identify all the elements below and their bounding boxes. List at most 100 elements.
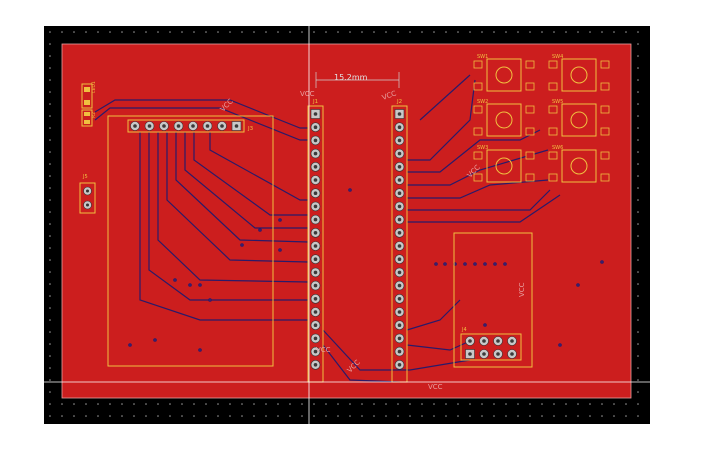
j1-pin-2-hole xyxy=(313,125,318,129)
via-20 xyxy=(558,343,562,347)
vcc-label-2: VCC xyxy=(300,90,315,98)
trace-6 xyxy=(184,132,308,229)
j3-pin-8-hole xyxy=(234,124,239,128)
j4-pin-bottom-2-hole xyxy=(482,352,486,356)
dimension-label: 15.2mm xyxy=(334,73,368,82)
led-resistor-group[interactable] xyxy=(81,83,93,127)
trace-1 xyxy=(139,132,308,321)
j5-pin-1-hole xyxy=(86,189,89,193)
via-13 xyxy=(463,262,467,266)
switch-2[interactable]: SW2 xyxy=(473,99,535,137)
via-18 xyxy=(576,283,580,287)
j2-pin-3-hole xyxy=(397,138,402,143)
switch-3[interactable]: SW3 xyxy=(473,145,535,183)
j1-pin-17-hole xyxy=(313,323,318,328)
j3-pin-2-hole xyxy=(147,124,152,128)
trace-5 xyxy=(175,132,309,243)
via-8 xyxy=(258,228,262,232)
module-outline xyxy=(453,232,533,368)
j1-pin-12-hole xyxy=(313,257,318,262)
j1-pin-5-hole xyxy=(313,165,318,169)
trace-18 xyxy=(322,344,401,383)
switch-4[interactable]: SW4 xyxy=(548,54,610,92)
j1-pin-14-hole xyxy=(313,283,318,288)
trace-12 xyxy=(407,129,541,173)
switch-label-1: SW1 xyxy=(477,54,488,60)
j3-outline xyxy=(107,115,274,367)
j1-pin-11-hole xyxy=(313,244,318,248)
via-24 xyxy=(348,188,352,192)
via-9 xyxy=(278,218,282,222)
j2-pin-17-hole xyxy=(397,323,402,328)
via-5 xyxy=(153,338,157,342)
switch-label-5: SW5 xyxy=(552,99,563,105)
r2-label: R2 xyxy=(91,112,97,118)
j1-pin-13-hole xyxy=(313,270,318,275)
j2-pin-16-hole xyxy=(397,310,402,314)
j2-pin-18-hole xyxy=(397,336,402,341)
trace-4 xyxy=(166,132,309,263)
switch-1[interactable]: SW1 xyxy=(473,54,535,92)
dimension-measure[interactable] xyxy=(315,72,400,88)
j2-pin-19-hole xyxy=(397,349,402,354)
vcc-label-8: VCC xyxy=(428,383,443,391)
j1-pin-20-hole xyxy=(313,363,318,367)
trace-13 xyxy=(407,149,549,186)
j2-pin-14-hole xyxy=(397,283,402,288)
j3-pin-3-hole xyxy=(162,124,166,128)
j1-pin-6-hole xyxy=(313,178,318,182)
j1-pin-15-hole xyxy=(313,297,318,301)
j1-pin-8-hole xyxy=(313,204,318,209)
j1-pins xyxy=(310,109,321,370)
j3-header-outline xyxy=(127,119,245,133)
trace-15 xyxy=(407,189,551,211)
led-label: LED1 xyxy=(91,81,97,93)
j1-label: J1 xyxy=(312,99,318,105)
trace-9 xyxy=(94,107,308,141)
j1-pin-18-hole xyxy=(313,336,318,341)
trace-3 xyxy=(157,132,309,283)
j4-pins xyxy=(465,336,517,359)
j2-pin-5-hole xyxy=(397,165,402,169)
j5-label: J5 xyxy=(82,174,88,180)
via-16 xyxy=(493,262,497,266)
via-21 xyxy=(483,323,487,327)
copper-pour[interactable] xyxy=(62,44,631,398)
via-1 xyxy=(188,283,192,287)
switch-5[interactable]: SW5 xyxy=(548,99,610,137)
via-11 xyxy=(443,262,447,266)
via-7 xyxy=(240,243,244,247)
via-14 xyxy=(473,262,477,266)
j3-pin-5-hole xyxy=(191,124,195,128)
trace-2 xyxy=(148,132,308,301)
trace-8 xyxy=(209,132,308,201)
j1-pin-7-hole xyxy=(313,191,318,195)
j1-pin-4-hole xyxy=(313,151,318,156)
switch-6[interactable]: SW6 xyxy=(548,145,610,183)
j2-pin-11-hole xyxy=(397,244,402,248)
j3-label: J3 xyxy=(247,126,254,132)
trace-17 xyxy=(322,329,471,371)
j2-pin-13-hole xyxy=(397,270,402,275)
j2-pin-6-hole xyxy=(397,178,402,182)
j4-pin-top-2-hole xyxy=(482,339,486,343)
trace-21 xyxy=(419,74,471,121)
switch-label-6: SW6 xyxy=(552,145,563,151)
j2-pin-12-hole xyxy=(397,257,402,262)
j4-pin-top-1-hole xyxy=(468,339,472,343)
via-19 xyxy=(600,260,604,264)
via-25 xyxy=(278,248,282,252)
switch-label-3: SW3 xyxy=(477,145,488,151)
j3-pin-4-hole xyxy=(176,124,181,128)
via-6 xyxy=(198,348,202,352)
j4-pin-bottom-1-hole xyxy=(468,352,472,356)
j2-pin-2-hole xyxy=(397,125,402,129)
switch-label-2: SW2 xyxy=(477,99,488,105)
j4-label: J4 xyxy=(461,327,467,333)
j2-pin-10-hole xyxy=(397,231,402,235)
j1-pin-9-hole xyxy=(313,217,318,222)
via-2 xyxy=(198,283,202,287)
via-10 xyxy=(434,262,438,266)
